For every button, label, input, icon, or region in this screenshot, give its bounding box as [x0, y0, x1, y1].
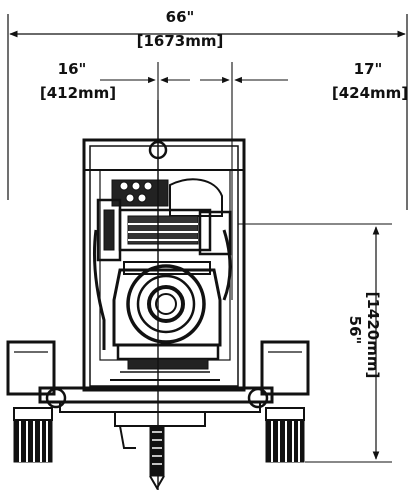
right-wheel [265, 407, 305, 463]
right-offset-mm: [424mm] [332, 84, 408, 102]
tow-hitch-jack [149, 425, 165, 490]
overall-width-inches: 66" [166, 8, 195, 26]
engine-upper-block [96, 178, 232, 262]
left-offset-inches: 16" [58, 60, 87, 78]
height-mm: [1420mm] [364, 292, 382, 379]
pump-volute [126, 264, 206, 344]
right-fender [260, 340, 310, 396]
overall-width-dimension: 66" [1673mm] [7, 8, 408, 210]
height-dimension: 56" [1420mm] [238, 223, 392, 463]
pump-machine-illustration [6, 100, 310, 490]
side-hose [92, 229, 106, 350]
right-offset-inches: 17" [354, 60, 383, 78]
right-offset-dimension: 17" [424mm] [200, 60, 408, 102]
pump-housing [112, 261, 222, 370]
pump-inlet [147, 285, 185, 323]
left-offset-mm: [412mm] [40, 84, 116, 102]
left-fender [6, 340, 56, 396]
left-wheel [13, 407, 53, 463]
overall-width-mm: [1673mm] [137, 32, 224, 50]
height-inches: 56" [346, 316, 364, 345]
